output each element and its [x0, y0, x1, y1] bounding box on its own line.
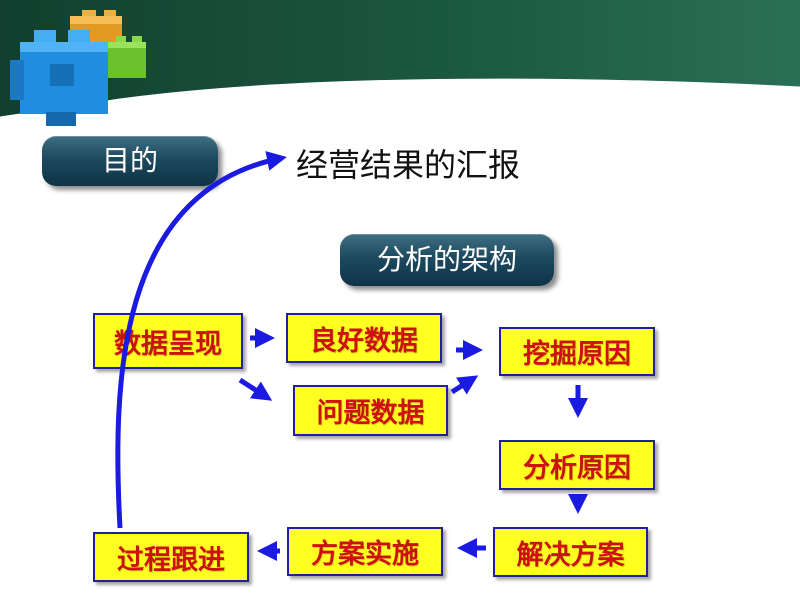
blue-cube-icon: [10, 30, 108, 126]
green-cube-icon: [108, 36, 146, 78]
framework-label: 分析的架构: [340, 234, 554, 286]
arrow-to-problem-data: [238, 377, 273, 401]
arrow-problem-to-dig: [450, 375, 479, 395]
step-analyze-causes: 分析原因: [499, 440, 655, 490]
step-solution: 解决方案: [493, 527, 648, 577]
purpose-label: 目的: [42, 136, 218, 186]
step-follow-up: 过程跟进: [93, 532, 249, 582]
header-band: [0, 0, 800, 120]
step-dig-causes: 挖掘原因: [499, 327, 655, 376]
step-problem-data: 问题数据: [293, 385, 448, 436]
puzzle-cubes-logo: [10, 10, 146, 126]
step-good-data: 良好数据: [286, 313, 442, 363]
goal-text: 经营结果的汇报: [296, 146, 521, 184]
step-implementation: 方案实施: [287, 527, 443, 576]
step-data-presentation: 数据呈现: [93, 313, 243, 369]
